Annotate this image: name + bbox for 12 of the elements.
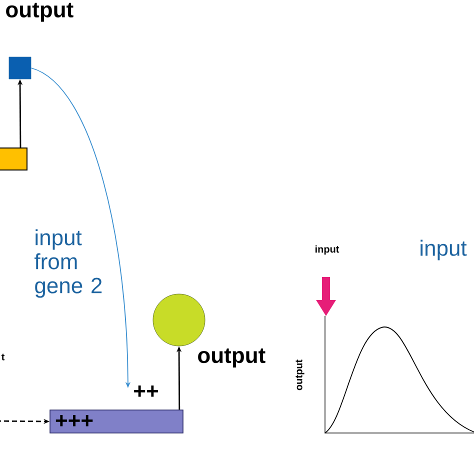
edge-label: input from gene 2 [34,229,102,298]
labeled-square: output [6,2,74,80]
node-label: output [6,2,74,22]
axis-label: input [420,240,467,260]
gene-box: +++ [50,410,184,434]
axis-label: input [316,245,340,255]
sign-text: ++ [134,386,158,397]
gene-box [0,148,28,170]
edge-label: output [198,348,266,368]
cut-text: t [1,354,5,360]
axis-label: output [296,360,304,390]
gene-product-circle [152,294,206,346]
